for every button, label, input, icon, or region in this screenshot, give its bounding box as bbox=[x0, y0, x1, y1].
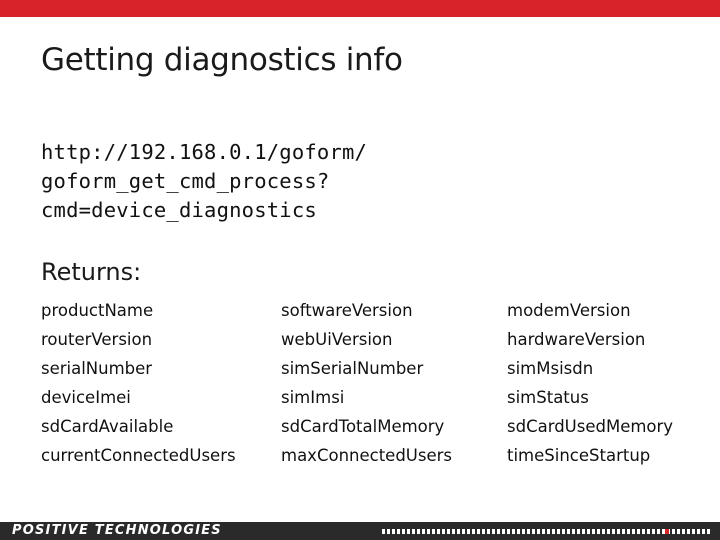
url-line: goform_get_cmd_process? bbox=[41, 169, 330, 193]
field-name: hardwareVersion bbox=[507, 330, 646, 349]
field-name: deviceImei bbox=[41, 388, 131, 407]
field-name: maxConnectedUsers bbox=[281, 446, 453, 465]
url-code-block: http://192.168.0.1/goform/ goform_get_cm… bbox=[41, 138, 367, 225]
field-name: simMsisdn bbox=[507, 359, 594, 378]
brand-logo: POSITIVE TECHNOLOGIES bbox=[12, 523, 222, 538]
url-line: http://192.168.0.1/goform/ bbox=[41, 140, 368, 164]
field-name: routerVersion bbox=[41, 330, 153, 349]
url-line: cmd=device_diagnostics bbox=[41, 198, 317, 222]
field-name: modemVersion bbox=[507, 301, 631, 320]
field-name: timeSinceStartup bbox=[507, 446, 651, 465]
field-name: simSerialNumber bbox=[281, 359, 424, 378]
field-name: simImsi bbox=[281, 388, 345, 407]
field-name: sdCardTotalMemory bbox=[281, 417, 445, 436]
field-name: webUiVersion bbox=[281, 330, 393, 349]
returns-heading: Returns: bbox=[41, 258, 142, 286]
field-name: serialNumber bbox=[41, 359, 153, 378]
red-dot-marker bbox=[665, 529, 669, 534]
field-name: currentConnectedUsers bbox=[41, 446, 236, 465]
fields-column-1: productName routerVersion serialNumber d… bbox=[41, 296, 236, 470]
field-name: softwareVersion bbox=[281, 301, 413, 320]
field-name: sdCardAvailable bbox=[41, 417, 174, 436]
top-accent-bar bbox=[0, 0, 720, 17]
footer-bar: POSITIVE TECHNOLOGIES bbox=[0, 522, 720, 540]
fields-column-2: softwareVersion webUiVersion simSerialNu… bbox=[281, 296, 452, 470]
dotted-divider bbox=[382, 529, 712, 534]
fields-column-3: modemVersion hardwareVersion simMsisdn s… bbox=[507, 296, 673, 470]
field-name: productName bbox=[41, 301, 154, 320]
field-name: sdCardUsedMemory bbox=[507, 417, 674, 436]
field-name: simStatus bbox=[507, 388, 589, 407]
slide-title: Getting diagnostics info bbox=[41, 42, 403, 78]
